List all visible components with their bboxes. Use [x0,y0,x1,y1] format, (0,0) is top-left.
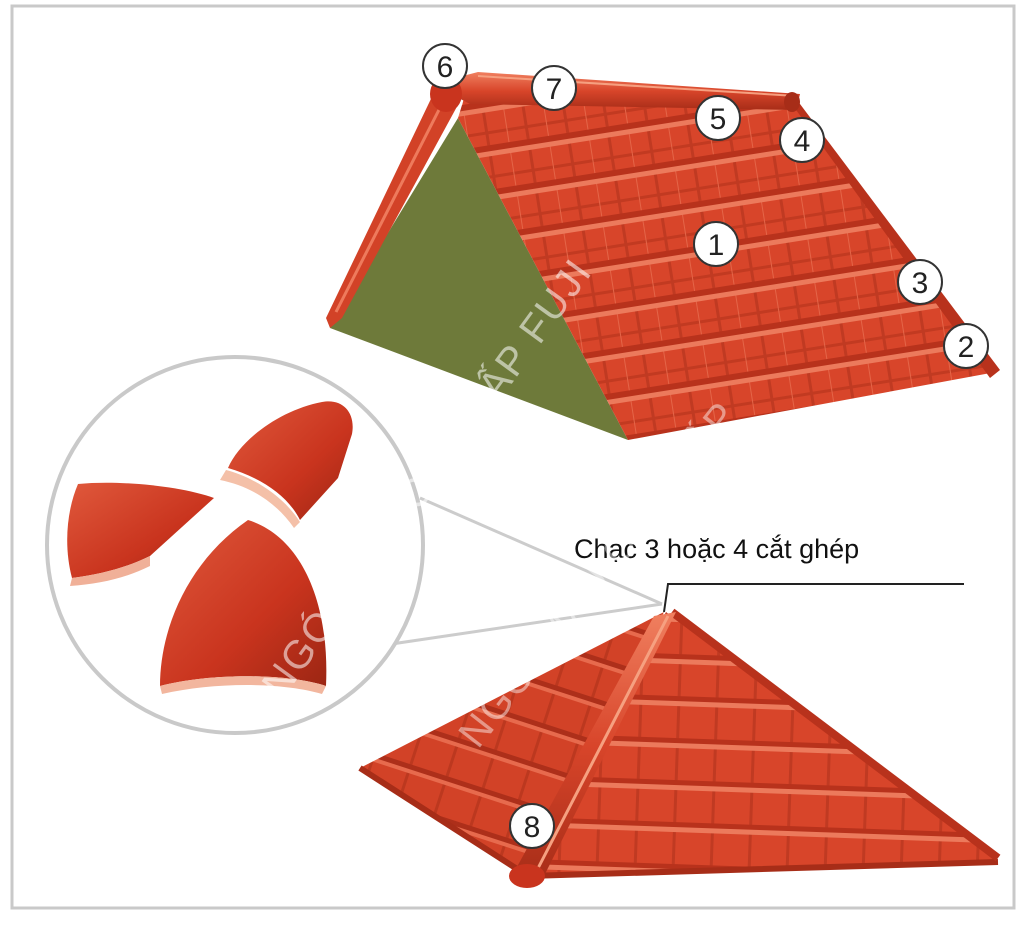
cut-ridge-piece-top [228,401,353,520]
gable-end-wall [330,118,628,440]
callout-2: 2 [943,323,989,369]
callout-3: 3 [897,259,943,305]
svg-text:1: 1 [708,229,725,262]
caption-leader-line [663,583,964,613]
outer-frame [10,4,1016,910]
detail-magnifier [45,355,663,735]
cut-ridge-piece-bottom [160,520,327,686]
roof-slope [458,92,996,440]
callout-4: 4 [779,117,825,163]
callout-7: 7 [531,65,577,111]
hip-face-left [360,612,664,876]
callout-5: 5 [695,95,741,141]
verge-tile-right [786,96,1000,378]
svg-text:7: 7 [546,73,563,106]
ridge-tile [432,72,800,110]
cut-ridge-piece-left [67,482,214,578]
svg-text:6: 6 [437,51,454,84]
svg-text:4: 4 [794,125,811,158]
svg-text:8: 8 [524,811,541,844]
hip-ridge-end-cap [509,864,545,888]
gable-roof [326,72,1000,440]
svg-text:3: 3 [912,267,929,300]
caption-text: Chạc 3 hoặc 4 cắt ghép [574,533,859,564]
hip-roof [358,608,1001,888]
svg-text:5: 5 [710,103,727,136]
callout-1: 1 [693,221,739,267]
svg-text:2: 2 [958,331,975,364]
callout-8: 8 [509,803,555,849]
callout-6: 6 [422,43,468,89]
hip-face-right [528,612,998,876]
ridge-end-right [784,92,800,112]
